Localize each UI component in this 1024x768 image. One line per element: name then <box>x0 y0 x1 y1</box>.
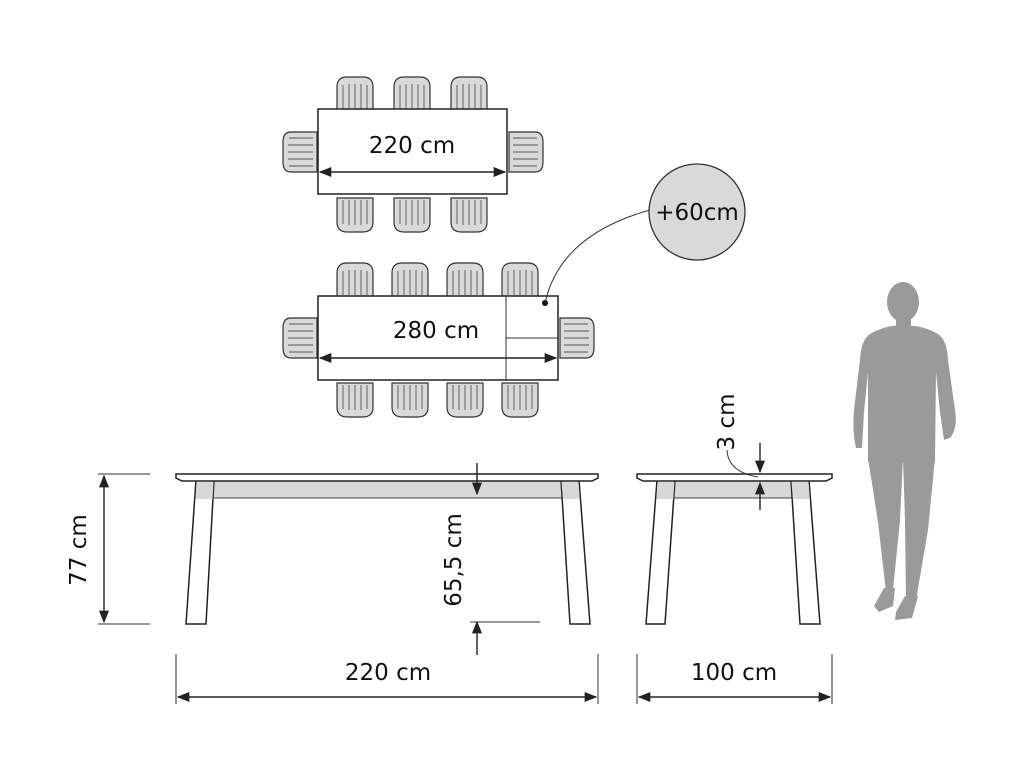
clearance-label: 65,5 cm <box>441 513 467 607</box>
height-label: 77 cm <box>66 514 92 586</box>
side-view: 3 cm 100 cm <box>636 394 833 704</box>
top-view-small: 220 cm <box>282 76 544 233</box>
width-label-extended: 280 cm <box>393 318 479 344</box>
length-label: 220 cm <box>345 660 431 686</box>
extension-badge: +60cm <box>648 163 746 261</box>
depth-label: 100 cm <box>691 660 777 686</box>
table-outline-small <box>317 108 508 195</box>
extension-badge-label: +60cm <box>655 200 739 226</box>
top-view-extended: 280 cm +60cm <box>282 163 746 418</box>
front-view: 65,5 cm 77 cm 220 cm <box>66 463 599 704</box>
person-silhouette-icon <box>853 282 956 620</box>
thickness-label: 3 cm <box>714 394 740 451</box>
width-label-small: 220 cm <box>369 133 455 159</box>
